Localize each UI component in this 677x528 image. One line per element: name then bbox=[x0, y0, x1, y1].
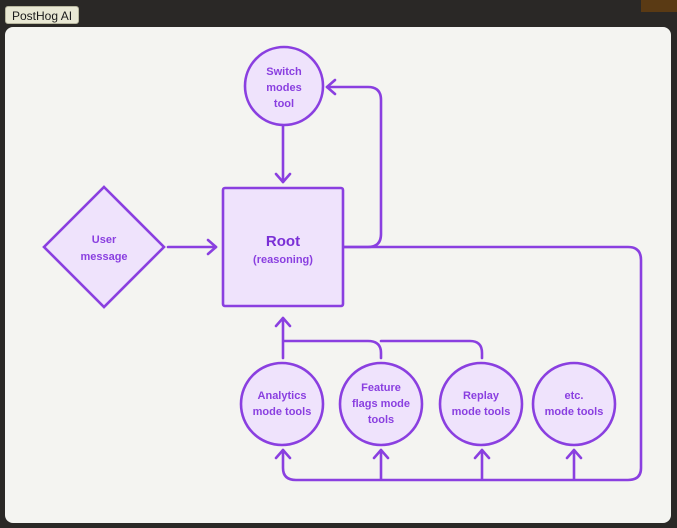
node-user-message: User message bbox=[42, 185, 166, 309]
window-title: PostHog AI bbox=[5, 6, 80, 24]
replay-label-line-1: Replay bbox=[463, 390, 500, 402]
root-title: Root bbox=[266, 233, 300, 250]
switch-label-line-3: tool bbox=[274, 98, 294, 110]
etc-label-line-1: etc. bbox=[565, 390, 584, 402]
node-root: Root (reasoning) bbox=[221, 186, 345, 308]
node-switch-modes-tool: Switch modes tool bbox=[243, 45, 325, 127]
node-etc-mode-tools: etc. mode tools bbox=[531, 361, 617, 447]
node-replay-mode-tools: Replay mode tools bbox=[438, 361, 524, 447]
user-label-line-2: message bbox=[80, 251, 127, 263]
etc-label-line-2: mode tools bbox=[545, 406, 604, 418]
edge-user-to-root-arrowhead bbox=[206, 238, 218, 256]
root-subtitle: (reasoning) bbox=[253, 254, 313, 266]
replay-label-line-2: mode tools bbox=[452, 406, 511, 418]
flags-label-line-1: Feature bbox=[361, 382, 401, 394]
window-corner-chip bbox=[641, 0, 677, 12]
switch-label-line-2: modes bbox=[266, 82, 301, 94]
analytics-label-line-1: Analytics bbox=[258, 390, 307, 402]
edge-tools-to-root bbox=[281, 316, 484, 360]
analytics-label-line-2: mode tools bbox=[253, 406, 312, 418]
user-label-line-1: User bbox=[92, 234, 117, 246]
flags-label-line-2: flags mode bbox=[352, 398, 410, 410]
edge-root-to-replay-arrowhead bbox=[473, 448, 491, 460]
edge-root-to-switch-arrowhead bbox=[325, 78, 337, 96]
flags-label-line-3: tools bbox=[368, 414, 394, 426]
edge-root-to-etc-arrowhead bbox=[565, 448, 583, 460]
edge-tools-to-root-arrowhead bbox=[274, 316, 292, 328]
edge-switch-to-root-arrowhead bbox=[274, 172, 292, 184]
switch-label-line-1: Switch bbox=[266, 66, 302, 78]
edge-root-to-flags-arrowhead bbox=[372, 448, 390, 460]
edge-root-to-analytics-arrowhead bbox=[274, 448, 292, 460]
edge-root-to-tools bbox=[281, 245, 643, 482]
node-feature-flags-mode-tools: Feature flags mode tools bbox=[338, 361, 424, 447]
node-analytics-mode-tools: Analytics mode tools bbox=[239, 361, 325, 447]
